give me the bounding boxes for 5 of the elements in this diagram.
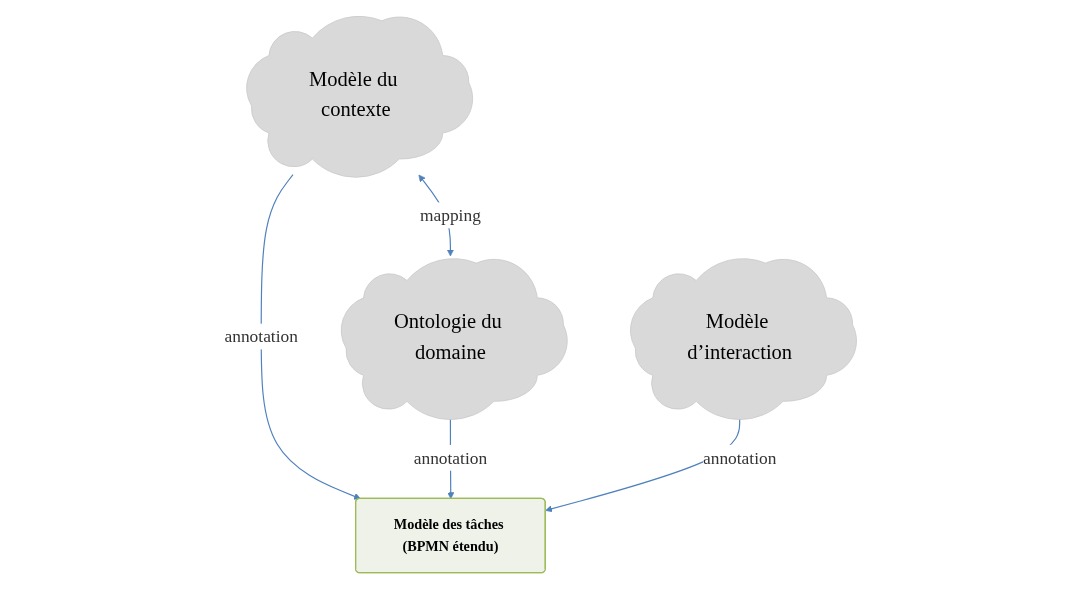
edge-label: mapping [420, 205, 481, 226]
arrow [260, 174, 361, 500]
edge-label: annotation [702, 447, 777, 468]
edge-label: annotation [224, 326, 298, 347]
edge-label: annotation [413, 447, 488, 468]
